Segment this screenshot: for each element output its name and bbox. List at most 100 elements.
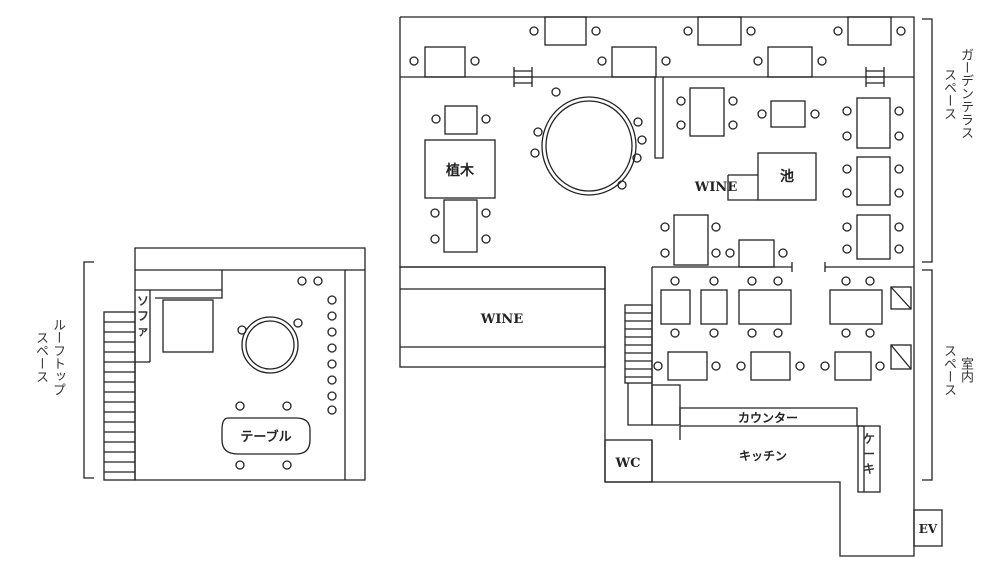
seat bbox=[327, 391, 337, 401]
garden-table bbox=[856, 214, 891, 260]
seat bbox=[653, 361, 663, 371]
garden-table bbox=[738, 239, 775, 268]
indoor-bracket bbox=[922, 269, 933, 481]
indoor-table bbox=[750, 351, 791, 381]
seat bbox=[894, 188, 904, 198]
seat bbox=[778, 248, 788, 258]
garden-left-wall bbox=[399, 17, 605, 268]
seat bbox=[430, 234, 440, 244]
seat bbox=[637, 135, 647, 145]
seat bbox=[894, 106, 904, 116]
garden-table bbox=[544, 16, 587, 46]
seat bbox=[660, 248, 670, 258]
garden-table bbox=[673, 214, 709, 266]
seat bbox=[842, 188, 852, 198]
wine-storage-inner-lines bbox=[400, 288, 605, 348]
garden-terrace-area-label: ガーデンテラス スペース bbox=[941, 48, 973, 139]
seat bbox=[431, 114, 441, 124]
garden-table bbox=[424, 46, 466, 78]
seat bbox=[865, 276, 875, 286]
big-round-table bbox=[541, 96, 637, 196]
seat bbox=[313, 276, 323, 286]
seat bbox=[533, 127, 543, 137]
seat bbox=[670, 328, 680, 338]
seat bbox=[728, 120, 738, 130]
indoor-table bbox=[829, 289, 883, 325]
seat bbox=[711, 361, 721, 371]
seat bbox=[409, 56, 419, 66]
garden-table bbox=[689, 87, 725, 137]
seat bbox=[327, 359, 337, 369]
plant-label: 植木 bbox=[445, 162, 475, 179]
window-diagonal bbox=[890, 344, 912, 370]
ev-label: EV bbox=[919, 522, 938, 536]
seat bbox=[481, 114, 491, 124]
indoor-table bbox=[700, 289, 728, 325]
seat bbox=[597, 56, 607, 66]
indoor-table bbox=[660, 289, 691, 325]
garden-table bbox=[697, 16, 742, 46]
window-diagonal bbox=[890, 286, 912, 310]
seat bbox=[327, 375, 337, 385]
seat bbox=[709, 276, 719, 286]
garden-table bbox=[847, 16, 892, 46]
wine-center-label: WINE bbox=[694, 180, 738, 195]
counter-box bbox=[651, 384, 681, 425]
seat bbox=[842, 244, 852, 254]
pond bbox=[757, 152, 817, 201]
seat bbox=[841, 328, 851, 338]
seat bbox=[235, 401, 245, 411]
seat bbox=[725, 248, 735, 258]
ladder bbox=[513, 67, 533, 87]
seat bbox=[773, 328, 783, 338]
seat bbox=[481, 208, 491, 218]
seat bbox=[327, 405, 337, 415]
seat bbox=[736, 361, 746, 371]
seat bbox=[683, 26, 693, 36]
indoor-stairs bbox=[624, 304, 653, 384]
partition bbox=[654, 77, 664, 159]
garden-table bbox=[767, 46, 813, 78]
seat bbox=[481, 234, 491, 244]
ev-box bbox=[913, 509, 943, 547]
window-box bbox=[890, 344, 912, 370]
garden-table bbox=[611, 46, 657, 78]
seat bbox=[632, 153, 642, 163]
garden-table bbox=[443, 199, 478, 253]
rooftop-area-label: ルーフトップ スペース bbox=[33, 318, 65, 396]
seat bbox=[293, 318, 303, 328]
seat bbox=[842, 222, 852, 232]
seat bbox=[711, 248, 721, 258]
seat bbox=[875, 361, 885, 371]
seat bbox=[235, 460, 245, 470]
rooftop-round-table bbox=[241, 316, 299, 374]
seat bbox=[327, 295, 337, 305]
seat bbox=[676, 96, 686, 106]
seat bbox=[817, 56, 827, 66]
garden-table bbox=[856, 156, 891, 206]
indoor-area-label: 室内 スペース bbox=[941, 344, 973, 396]
seat bbox=[894, 131, 904, 141]
seat bbox=[842, 131, 852, 141]
counter-label: カウンター bbox=[738, 411, 798, 425]
seat bbox=[894, 164, 904, 174]
seat bbox=[617, 180, 627, 190]
seat bbox=[757, 109, 767, 119]
seat bbox=[753, 56, 763, 66]
seat bbox=[327, 343, 337, 353]
seat bbox=[591, 26, 601, 36]
wine-storage-label: WINE bbox=[480, 312, 524, 327]
big-round-table-inner bbox=[545, 100, 633, 192]
seat bbox=[894, 244, 904, 254]
indoor-table bbox=[738, 289, 792, 325]
seat bbox=[529, 26, 539, 36]
rooftop-stairs bbox=[103, 311, 136, 481]
seat bbox=[530, 148, 540, 158]
garden-table bbox=[770, 100, 806, 128]
seat bbox=[747, 276, 757, 286]
ladder bbox=[865, 67, 885, 87]
cake-case bbox=[857, 425, 881, 493]
pond-ledge bbox=[727, 174, 758, 201]
oval-table bbox=[221, 417, 311, 455]
